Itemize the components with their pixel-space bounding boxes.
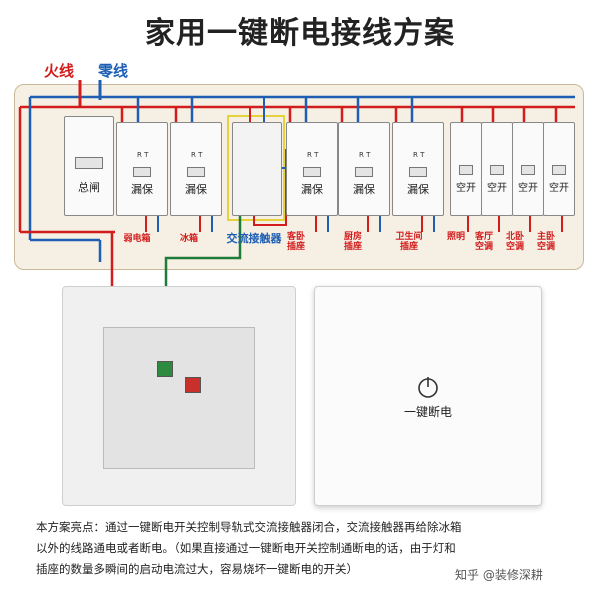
breaker-handle <box>521 165 535 175</box>
main-breaker-handle <box>75 157 103 169</box>
breaker-label: 漏保 <box>131 183 153 196</box>
page-title: 家用一键断电接线方案 <box>145 16 455 51</box>
terminal-green <box>157 361 173 377</box>
air-breaker-4: 空开 <box>543 122 575 216</box>
test-button-label: R T <box>191 151 203 159</box>
leakage-breaker-4: R T 漏保 <box>338 122 390 216</box>
breaker-label: 空开 <box>518 183 538 194</box>
leakage-breaker-2: R T 漏保 <box>170 122 222 216</box>
test-button-label: R T <box>307 151 319 159</box>
breaker-handle <box>133 167 151 177</box>
breaker-handle <box>409 167 427 177</box>
circuit-label-fridge: 冰箱 <box>179 234 198 244</box>
switch-back-panel <box>62 286 296 506</box>
ac-contactor <box>232 122 282 216</box>
terminal-red <box>185 377 201 393</box>
main-breaker-label: 总闸 <box>78 181 100 194</box>
live-wire-label: 火线 <box>44 62 75 80</box>
note-line: 以外的线路通电或者断电。（如果直接通过一键断电开关控制通断电的话，由于灯和 <box>36 541 456 555</box>
breaker-label: 空开 <box>487 183 507 194</box>
contactor-label: 交流接触器 <box>226 232 282 245</box>
circuit-label-weak-current-box: 弱电箱 <box>123 234 151 244</box>
breaker-label: 空开 <box>549 183 569 194</box>
circuit-label-bathroom-socket: 卫生间插座 <box>395 232 423 252</box>
main-breaker: 总闸 <box>64 116 114 216</box>
breaker-handle <box>459 165 473 175</box>
switch-back-inner <box>103 327 255 469</box>
switch-face-label: 一键断电 <box>403 405 452 419</box>
circuit-label-north-bedroom-ac: 北卧空调 <box>505 232 524 252</box>
test-button-label: R T <box>137 151 149 159</box>
circuit-label-master-bedroom-ac: 主卧空调 <box>536 232 555 252</box>
breaker-handle <box>355 167 373 177</box>
breaker-handle <box>303 167 321 177</box>
leakage-breaker-1: R T 漏保 <box>116 122 168 216</box>
air-breaker-3: 空开 <box>512 122 544 216</box>
power-icon <box>418 377 438 398</box>
test-button-label: R T <box>413 151 425 159</box>
breaker-label: 漏保 <box>353 183 375 196</box>
watermark-credit: 知乎 @装修深耕 <box>455 568 543 582</box>
neutral-wire-label: 零线 <box>98 62 129 80</box>
explanation-text: 本方案亮点：通过一键断电开关控制导轨式交流接触器闭合，交流接触器再给除冰箱 以外… <box>36 517 581 580</box>
leakage-breaker-5: R T 漏保 <box>392 122 444 216</box>
test-button-label: R T <box>359 151 371 159</box>
circuit-label-lighting: 照明 <box>446 232 465 242</box>
breaker-label: 漏保 <box>407 183 429 196</box>
circuit-label-living-room-ac: 客厅空调 <box>474 232 493 252</box>
breaker-handle <box>187 167 205 177</box>
circuit-label-guest-bedroom-socket: 客卧插座 <box>286 232 305 252</box>
circuit-label-kitchen-socket: 厨房插座 <box>343 232 362 252</box>
breaker-label: 漏保 <box>185 183 207 196</box>
note-line: 插座的数量多瞬间的启动电流过大，容易烧坏一键断电的开关） <box>36 562 358 576</box>
air-breaker-1: 空开 <box>450 122 482 216</box>
switch-front-panel[interactable]: 一键断电 <box>314 286 542 506</box>
breaker-handle <box>490 165 504 175</box>
leakage-breaker-3: R T 漏保 <box>286 122 338 216</box>
air-breaker-2: 空开 <box>481 122 513 216</box>
note-line: 本方案亮点：通过一键断电开关控制导轨式交流接触器闭合，交流接触器再给除冰箱 <box>36 520 462 534</box>
breaker-handle <box>552 165 566 175</box>
breaker-label: 漏保 <box>301 183 323 196</box>
breaker-label: 空开 <box>456 183 476 194</box>
